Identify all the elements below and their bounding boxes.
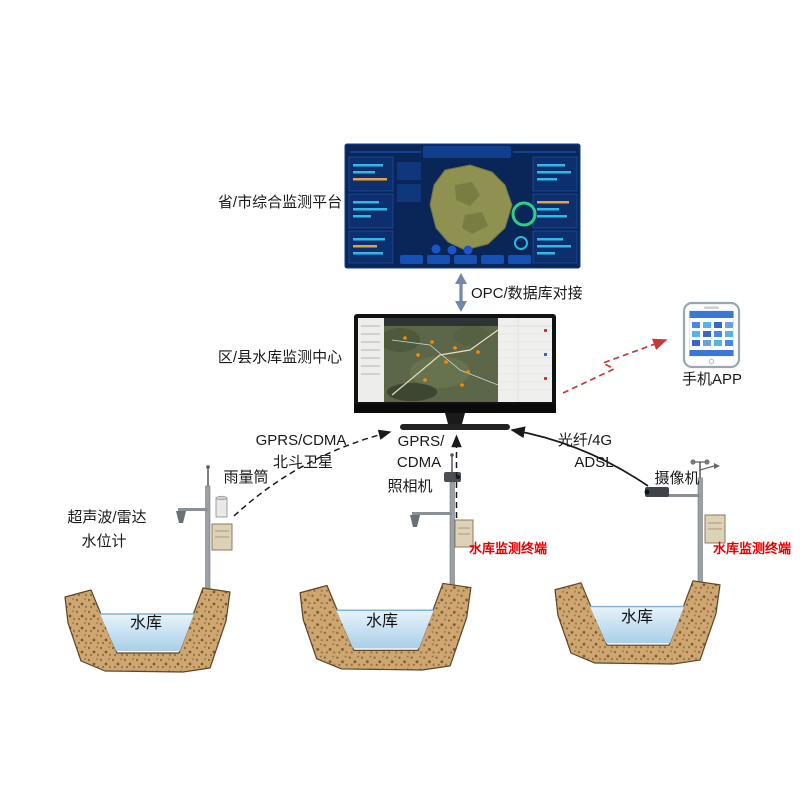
stat-dot-icon [447, 245, 457, 255]
map-region [462, 212, 488, 234]
right-uplink-line [510, 426, 649, 487]
antenna-tip-icon [450, 453, 454, 457]
anemometer-cup-icon [690, 459, 696, 465]
cross-arm [178, 508, 208, 511]
anemometer-cup-icon [704, 459, 710, 465]
wind-vane-icon [699, 465, 715, 471]
phone-app-footer [689, 350, 734, 356]
middle-uplink-label-1: GPRS/ [398, 433, 446, 450]
opc-link-arrow [455, 273, 467, 312]
stat-dot-icon [431, 244, 441, 254]
ring-gauge-icon [514, 236, 528, 250]
station-pole [449, 481, 455, 591]
right-uplink-label-2: ADSL [574, 454, 613, 471]
terminal-label-middle: 水库监测终端 [469, 541, 547, 556]
dashboard-left-panels [348, 156, 394, 264]
mini-panel [397, 162, 421, 180]
middle-uplink-label-2: CDMA [397, 454, 441, 471]
map-road [391, 339, 499, 386]
camera-lens-icon [644, 489, 650, 495]
monitor-bottom-bezel [354, 404, 556, 413]
level-gauge-label-1: 超声波/雷达 [67, 508, 146, 526]
monitor-stand-neck [445, 413, 465, 424]
ring-gauge-icon [511, 201, 537, 227]
wind-vane-tail-icon [714, 463, 720, 469]
rain-gauge-icon [215, 497, 228, 518]
photo-camera-label: 照相机 [387, 478, 432, 495]
map-region [455, 182, 480, 206]
video-camera-icon [645, 487, 669, 497]
antenna-tip-icon [206, 465, 210, 469]
map-data-table [498, 318, 552, 402]
level-gauge-label-2: 水位计 [81, 533, 126, 550]
phone-label: 手机APP [682, 371, 742, 388]
dashboard-bottom-buttons [400, 255, 531, 264]
video-camera-label: 摄像机 [654, 470, 699, 487]
dashboard-right-panels [532, 156, 578, 264]
left-uplink-line [233, 429, 392, 517]
arrow-up-icon [455, 273, 467, 284]
arrow-down-icon [455, 301, 467, 312]
cross-arm [655, 494, 700, 497]
cross-arm [412, 512, 452, 515]
phone-home-button-icon [708, 358, 715, 365]
ultrasonic-sensor-icon [410, 515, 420, 527]
station-left [176, 465, 233, 593]
reservoir-label-left: 水库 [130, 614, 162, 632]
stat-dot-icon [463, 245, 473, 255]
phone-speaker-icon [704, 306, 719, 309]
ultrasonic-sensor-icon [176, 511, 186, 523]
station-pole [205, 485, 211, 593]
map-road [391, 329, 499, 396]
map-toolbar [384, 318, 498, 326]
map-patch [387, 383, 437, 401]
map-layers-panel [358, 318, 384, 402]
platform-dashboard [344, 143, 581, 269]
mini-panel [397, 184, 421, 202]
phone-app-grid [692, 322, 733, 346]
dashboard-title-bar [423, 146, 511, 158]
opc-link-label: OPC/数据库对接 [471, 285, 583, 302]
station-middle [410, 453, 474, 591]
map-patch [454, 326, 490, 346]
left-uplink-label-1: GPRS/CDMA [256, 432, 347, 449]
phone-app-header [689, 311, 734, 318]
map-markers [403, 336, 480, 387]
monitor-stand-base [400, 424, 510, 430]
platform-label: 省/市综合监测平台 [218, 194, 342, 211]
monitor-center-label: 区/县水库监测中心 [218, 349, 342, 366]
map-patch [380, 328, 420, 352]
rain-gauge-top-icon [215, 495, 228, 501]
left-uplink-label-2: 北斗卫星 [273, 454, 333, 471]
phone-node [682, 301, 741, 369]
dashboard-map [429, 164, 513, 251]
right-uplink-label-1: 光纤/4G [558, 432, 612, 449]
reservoir-label-middle: 水库 [366, 612, 398, 630]
terminal-label-right: 水库监测终端 [713, 541, 791, 556]
rain-gauge-label: 雨量筒 [223, 469, 268, 486]
reservoir-label-right: 水库 [621, 608, 653, 626]
station-right [644, 459, 726, 589]
monitor-center-node [354, 314, 556, 430]
monitor-to-phone-link [562, 338, 668, 394]
